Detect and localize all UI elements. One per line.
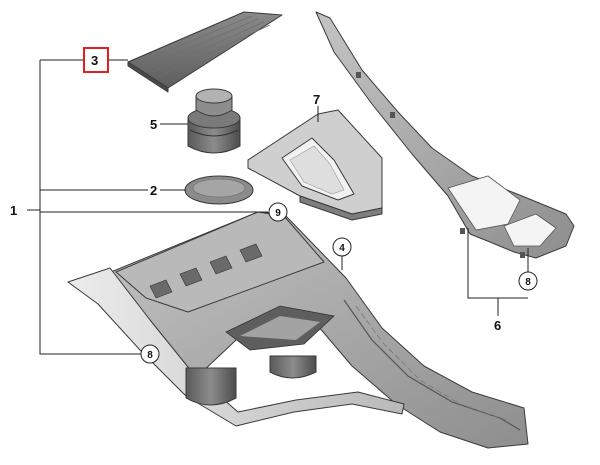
part-mat-tray [127, 11, 283, 93]
callout-8-circle-right: 8 [518, 271, 538, 291]
callout-1: 1 [10, 203, 17, 218]
callout-4: 4 [339, 243, 345, 254]
callout-8-right: 8 [525, 277, 531, 288]
callout-9-circle: 9 [268, 202, 288, 222]
part-selector-trim [247, 109, 383, 221]
callout-7: 7 [313, 92, 320, 107]
callout-3: 3 [91, 53, 98, 68]
callout-9: 9 [275, 208, 281, 219]
leader-lines [27, 59, 529, 355]
part-center-console [67, 211, 529, 449]
callout-6: 6 [494, 318, 501, 333]
callout-8-left: 8 [147, 350, 153, 361]
callout-8-circle-left: 8 [140, 344, 160, 364]
callout-2: 2 [150, 183, 157, 198]
part-side-trim [315, 11, 575, 259]
callout-3-highlight-box [83, 47, 109, 73]
callout-5: 5 [150, 117, 157, 132]
callout-4-circle: 4 [332, 237, 352, 257]
part-round-mat [184, 175, 254, 205]
part-cup-holder [187, 88, 241, 154]
